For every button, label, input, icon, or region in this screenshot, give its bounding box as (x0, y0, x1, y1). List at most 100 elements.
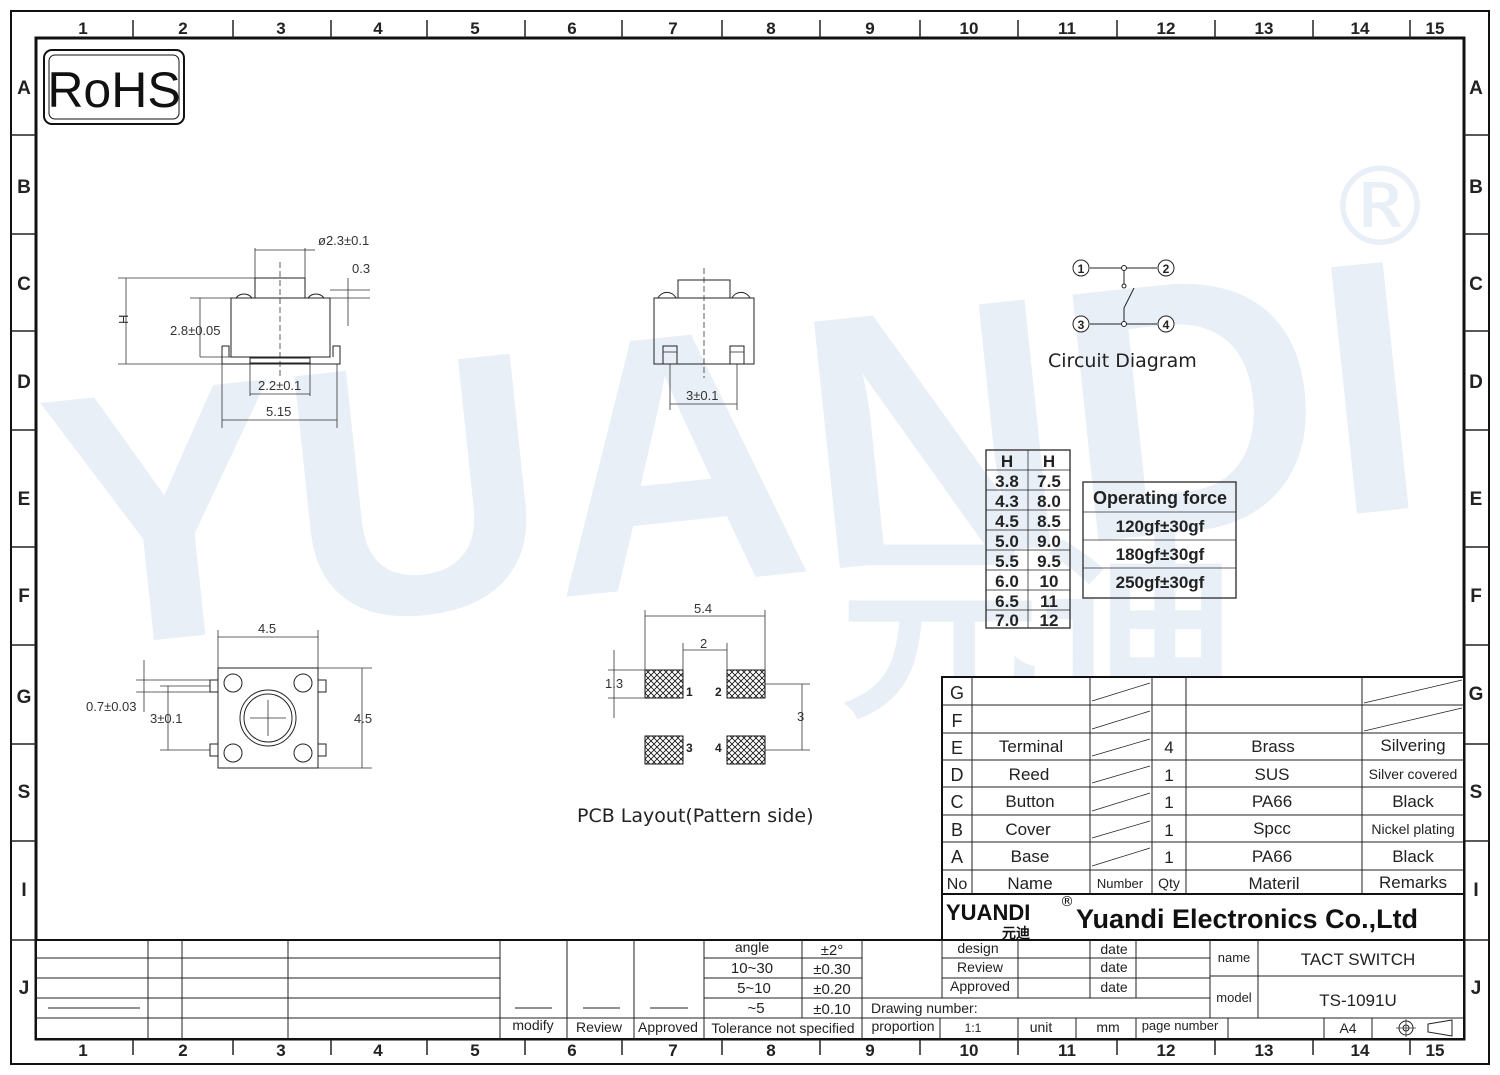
row-label: A (17, 78, 31, 99)
circuit-node: 4 (1163, 318, 1170, 332)
bom-material: Spcc (1253, 819, 1291, 838)
circuit-node: 2 (1163, 262, 1170, 276)
h-value: 8.0 (1037, 492, 1061, 511)
bom-name: Button (1005, 792, 1054, 811)
bom-qty: 1 (1164, 793, 1173, 812)
bom-remarks: Nickel plating (1371, 821, 1454, 837)
bom-material: Brass (1251, 737, 1294, 756)
col-label: 5 (470, 1041, 479, 1060)
tb-size: A4 (1339, 1020, 1356, 1036)
bom-no: G (950, 683, 964, 703)
bom-header: No Name Number Qty Materil Remarks (947, 873, 1447, 893)
h-value: 4.5 (995, 512, 1019, 531)
company-registered: ® (1060, 894, 1074, 910)
rule-line (1091, 792, 1151, 812)
dim-top-height: 4.5 (354, 711, 372, 726)
tb-design: design (957, 940, 998, 956)
rule-line (1091, 682, 1151, 702)
h-value: 6.5 (995, 592, 1019, 611)
bom-qty: 4 (1164, 738, 1173, 757)
col-label: 8 (766, 1041, 775, 1060)
col-label: 9 (865, 1041, 874, 1060)
row-label: J (19, 978, 30, 999)
h-header: H (1043, 452, 1055, 471)
col-label: 1 (78, 1041, 87, 1060)
col-label: 2 (178, 1041, 187, 1060)
pcb-pad-label: 3 (686, 741, 693, 755)
rule-line (1091, 820, 1151, 839)
dim-pin-width: 0.7±0.03 (86, 699, 137, 714)
col-label: 9 (865, 19, 874, 38)
row-label: G (17, 687, 32, 708)
rule-line (1091, 847, 1151, 867)
tb-approved: Approved (950, 978, 1010, 994)
circuit-caption: Circuit Diagram (1048, 350, 1197, 372)
row-label: D (17, 372, 31, 393)
col-label: 15 (1426, 1041, 1445, 1060)
tb-page-number: page number (1142, 1018, 1219, 1033)
circuit-node: 1 (1078, 262, 1085, 276)
bom-material: PA66 (1252, 847, 1292, 866)
bom-row: A Base 1 PA66 Black (951, 847, 1434, 867)
row-label: I (1473, 880, 1478, 901)
col-label: 4 (373, 1041, 383, 1060)
tb-proportion: proportion (871, 1018, 934, 1034)
tolerance-key: 5~10 (737, 980, 771, 997)
pcb-pad (726, 669, 766, 699)
h-header: H (1001, 452, 1013, 471)
row-label: S (18, 782, 31, 803)
tolerance-key: angle (735, 939, 769, 955)
col-label: 3 (276, 1041, 285, 1060)
col-label: 10 (960, 1041, 979, 1060)
circuit-node: 3 (1078, 318, 1085, 332)
tb-scale: 1:1 (965, 1021, 982, 1035)
col-label: 15 (1426, 19, 1445, 38)
column-labels-top: 1 2 3 4 5 6 7 8 9 10 11 12 13 14 15 (78, 19, 1444, 38)
column-labels-bottom: 1 2 3 4 5 6 7 8 9 10 11 12 13 14 15 (78, 1041, 1444, 1060)
h-value: 9.5 (1037, 552, 1061, 571)
tb-date: date (1100, 979, 1127, 995)
circuit-diagram: 1 2 3 4 Circuit Diagram (1048, 259, 1197, 372)
tb-drawing-number: Drawing number: (871, 1000, 978, 1016)
row-label: G (1469, 684, 1484, 705)
bom-header-remarks: Remarks (1379, 873, 1447, 892)
dim-width: 5.15 (266, 404, 291, 419)
tb-name-value: TACT SWITCH (1301, 950, 1416, 969)
pcb-pad-label: 2 (715, 685, 722, 699)
dim-front-pitch: 3±0.1 (686, 388, 718, 403)
tolerance-footer: Tolerance not specified (711, 1020, 854, 1036)
dim-gap: 0.3 (352, 261, 370, 276)
col-label: 2 (178, 19, 187, 38)
bom-no: C (951, 792, 964, 812)
height-table: H H 3.8 7.5 4.3 8.0 4.5 8.5 5.0 9.0 5.5 … (985, 449, 1071, 630)
dim-diameter: ø2.3±0.1 (318, 233, 369, 248)
bom-no: F (952, 711, 963, 731)
bom-no: B (951, 820, 963, 840)
bom-row: D Reed 1 SUS Silver covered (951, 765, 1458, 785)
bom-table: G F E Terminal 4 Brass Silvering D Reed … (941, 676, 1465, 895)
dim-pcb-pitch: 3 (797, 709, 804, 724)
h-value: 3.8 (995, 472, 1019, 491)
tb-model-value: TS-1091U (1319, 991, 1396, 1010)
watermark: YUANDI 元迪 ® (26, 143, 1441, 748)
rohs-text: RoHS (47, 62, 180, 118)
rohs-logo: RoHS (43, 49, 185, 125)
col-label: 3 (276, 19, 285, 38)
h-value: 7.5 (1037, 472, 1061, 491)
tb-date: date (1100, 941, 1127, 957)
watermark-registered: ® (1325, 143, 1435, 271)
force-value: 250gf±30gf (1116, 573, 1205, 592)
dim-pcb-overall: 5.4 (694, 601, 712, 616)
h-value: 9.0 (1037, 532, 1061, 551)
row-label: B (1469, 177, 1483, 198)
bom-name: Cover (1005, 820, 1051, 839)
bom-row: E Terminal 4 Brass Silvering (951, 736, 1446, 758)
pcb-pad-label: 1 (686, 685, 693, 699)
col-label: 6 (567, 19, 576, 38)
col-label: 13 (1255, 19, 1274, 38)
row-labels-left: A B C D E F G S I J (17, 78, 32, 999)
rule-line (1091, 765, 1151, 784)
company-bar: YUANDI 元迪 ® Yuandi Electronics Co.,Ltd (941, 893, 1465, 942)
row-label: B (17, 177, 31, 198)
row-labels-right: A B C D E F G S I J (1469, 78, 1484, 999)
